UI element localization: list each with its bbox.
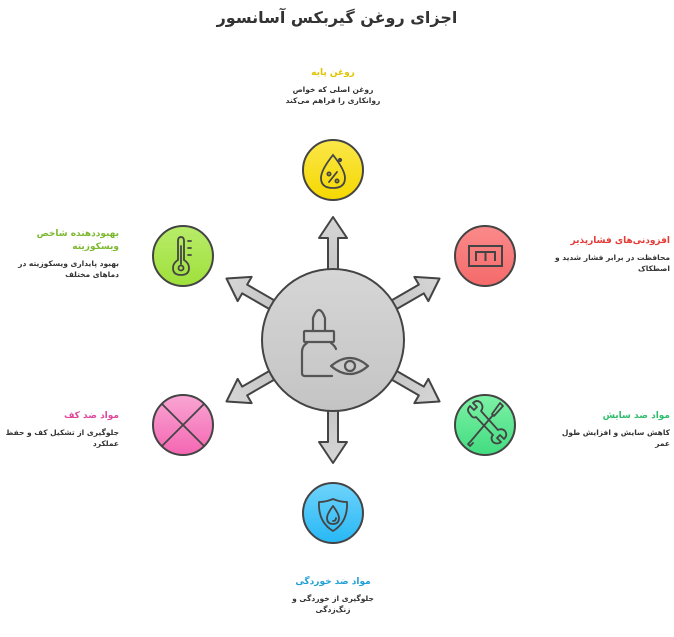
- oil-drop-percent-icon: [320, 153, 346, 189]
- label-anti-wear: مواد ضد سایش کاهش سایش و افزایش طول عمر: [540, 410, 670, 449]
- node-anti-wear: [454, 394, 516, 456]
- desc-line2: عمر: [655, 439, 670, 448]
- label-base-oil: روغن پایه روغن اصلی که خواص روانکاری را …: [253, 67, 413, 106]
- desc-line2: عملکرد: [92, 439, 119, 448]
- desc-line1: محافظت در برابر فشار شدید و: [555, 253, 670, 262]
- heading-viscosity-line1: بهبوددهنده شاخص: [36, 229, 119, 239]
- desc-line1: روغن اصلی که خواص: [292, 85, 374, 94]
- heading-ep-additives: افزودنی‌های فشارپذیر: [570, 236, 670, 246]
- heading-anti-wear: مواد ضد سایش: [602, 411, 670, 421]
- label-ep-additives: افزودنی‌های فشارپذیر محافظت در برابر فشا…: [530, 235, 670, 274]
- label-viscosity-improver: بهبوددهنده شاخص ویسکوزیته بهبود پایداری …: [4, 228, 119, 280]
- label-anti-foam: مواد ضد کف جلوگیری از تشکیل کف و حفظ عمل…: [4, 410, 119, 449]
- tools-icon: [467, 400, 508, 447]
- diagram-title: اجزای روغن گیربکس آسانسور: [216, 8, 458, 27]
- cross-icon: [161, 403, 205, 447]
- desc-line2: روانکاری را فراهم می‌کند: [285, 96, 381, 105]
- center-node: [261, 268, 405, 412]
- desc-line2: اصطکاک: [638, 264, 670, 273]
- node-viscosity-improver: [152, 225, 214, 287]
- eye-dropper-bottle-icon: [300, 308, 370, 378]
- heading-anti-corrosion: مواد ضد خوردگی: [295, 577, 371, 587]
- desc-line2: دماهای مختلف: [65, 270, 119, 279]
- pressure-gauge-icon: [468, 245, 503, 267]
- shield-drop-icon: [318, 498, 348, 532]
- thermometer-icon: [172, 236, 192, 276]
- node-anti-foam: [152, 394, 214, 456]
- heading-anti-foam: مواد ضد کف: [63, 411, 119, 421]
- desc-line1: بهبود پایداری ویسکوزیته در: [18, 259, 119, 268]
- node-base-oil: [302, 139, 364, 201]
- label-anti-corrosion: مواد ضد خوردگی جلوگیری از خوردگی و زنگ‌ز…: [263, 576, 403, 615]
- desc-line1: جلوگیری از خوردگی و: [292, 594, 374, 603]
- desc-line1: کاهش سایش و افزایش طول: [561, 428, 670, 437]
- desc-line1: جلوگیری از تشکیل کف و حفظ: [5, 428, 119, 437]
- node-ep-additives: [454, 225, 516, 287]
- node-anti-corrosion: [302, 482, 364, 544]
- heading-viscosity-line2: ویسکوزیته: [72, 242, 119, 252]
- desc-line2: زنگ‌زدگی: [315, 605, 351, 614]
- heading-base-oil: روغن پایه: [311, 68, 355, 78]
